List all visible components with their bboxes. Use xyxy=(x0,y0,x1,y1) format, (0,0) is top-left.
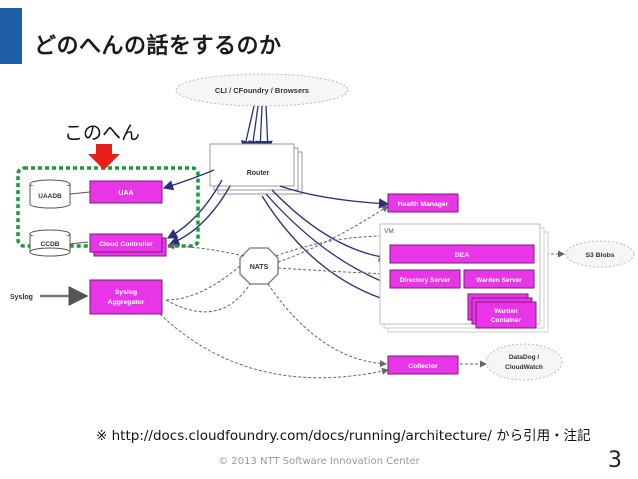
highlight-annotation: このへん xyxy=(64,122,141,144)
directory-server-box: Directory Server xyxy=(389,269,461,289)
title-accent-bar xyxy=(0,8,22,64)
uaa-box: UAA xyxy=(89,180,163,204)
ccdb-label: CCDB xyxy=(41,241,60,248)
router-label: Router xyxy=(247,170,270,177)
uaa-label: UAA xyxy=(118,190,133,197)
dea-label: DEA xyxy=(455,252,469,259)
uaadb-cylinder: UAADB xyxy=(29,179,71,209)
warden-container-line1: Warden xyxy=(494,308,518,315)
collector-box: Collector xyxy=(387,355,459,375)
pointer-arrow xyxy=(88,144,120,170)
footer-copyright: © 2013 NTT Software Innovation Center xyxy=(218,456,420,467)
warden-server-label: Warden Server xyxy=(476,277,522,284)
source-note: ※ http://docs.cloudfoundry.com/docs/runn… xyxy=(96,428,591,444)
datadog-line1: DataDog / xyxy=(509,354,540,361)
ccdb-cylinder: CCDB xyxy=(29,229,71,257)
s3-blobs-label: S3 Blobs xyxy=(585,252,614,259)
uaadb-label: UAADB xyxy=(38,193,62,200)
health-manager-box: Health Manager xyxy=(387,193,459,213)
datadog-line2: CloudWatch xyxy=(505,364,543,371)
syslog-aggregator-line1: Syslog xyxy=(115,289,137,296)
warden-container-line2: Container xyxy=(491,317,522,324)
syslog-aggregator-line2: Aggregator xyxy=(108,299,145,306)
nats-node: NATS xyxy=(239,247,279,285)
warden-server-box: Warden Server xyxy=(463,269,535,289)
clients-cloud: CLI / CFoundry / Browsers xyxy=(175,73,349,107)
warden-container-box: Warden Container xyxy=(467,293,537,329)
nats-dashed-links xyxy=(159,205,565,379)
nats-label: NATS xyxy=(250,264,269,271)
vm-label: VM xyxy=(384,228,394,235)
page-number: 3 xyxy=(608,448,622,473)
router-box: Router xyxy=(209,143,303,195)
collector-label: Collector xyxy=(408,363,438,370)
datadog-cloud: DataDog / CloudWatch xyxy=(485,343,563,381)
syslog-label: Syslog xyxy=(10,294,33,301)
health-manager-label: Health Manager xyxy=(398,201,449,208)
page-title: どのへんの話をするのか xyxy=(34,34,282,59)
dea-box: DEA xyxy=(389,244,535,264)
cloud-controller-label: Cloud Controller xyxy=(99,241,153,248)
s3-blobs-cloud: S3 Blobs xyxy=(565,240,635,268)
cloud-to-router-arrows xyxy=(240,105,273,152)
cloud-controller-box: Cloud Controller xyxy=(89,233,167,257)
clients-cloud-label: CLI / CFoundry / Browsers xyxy=(215,86,309,95)
directory-server-label: Directory Server xyxy=(400,277,451,284)
db-links xyxy=(69,191,91,245)
syslog-aggregator-box: Syslog Aggregator xyxy=(89,279,163,315)
